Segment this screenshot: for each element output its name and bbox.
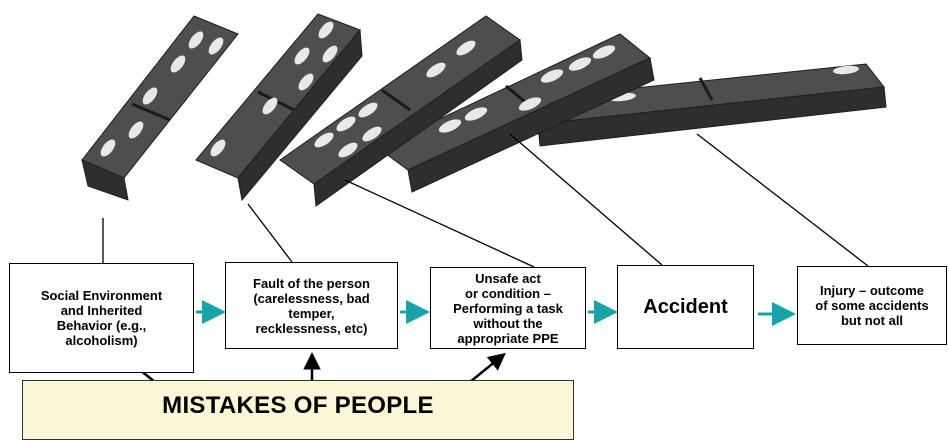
pip	[568, 57, 592, 71]
leader-line-3	[344, 179, 535, 268]
pip	[318, 21, 334, 39]
leader-line-5	[696, 133, 869, 267]
pip	[170, 55, 186, 73]
pip	[100, 139, 116, 157]
pip	[262, 97, 278, 115]
pip	[464, 107, 488, 121]
pip	[294, 47, 310, 65]
pip	[438, 119, 462, 133]
pip	[314, 132, 334, 148]
pip	[208, 37, 224, 55]
pip	[298, 73, 314, 91]
pip	[142, 87, 158, 105]
stage-box-unsafe-act: Unsafe act or condition – Performing a t…	[430, 267, 586, 349]
stage-label: Social Environment and Inherited Behavio…	[40, 288, 163, 348]
pip	[456, 40, 476, 56]
pip	[518, 97, 542, 111]
leader-line-2	[247, 203, 293, 263]
pip	[358, 102, 378, 118]
domino-diagram	[81, 13, 887, 383]
banner-arrow-3	[469, 352, 506, 383]
stage-box-social-environment: Social Environment and Inherited Behavio…	[9, 263, 194, 373]
pip	[362, 126, 382, 142]
domino-2	[195, 13, 363, 202]
pip	[188, 31, 204, 49]
pip	[833, 65, 859, 75]
stage-label: Accident	[643, 296, 728, 318]
pip	[336, 116, 356, 132]
stage-box-injury: Injury – outcome of some accidents but n…	[797, 266, 947, 345]
pip	[338, 142, 358, 158]
pip	[322, 45, 338, 63]
stage-label: Fault of the person (carelessness, bad t…	[253, 275, 370, 336]
banner-label: MISTAKES OF PEOPLE	[162, 392, 434, 419]
leader-line-4	[509, 133, 663, 266]
stage-box-accident: Accident	[617, 265, 754, 349]
pip	[426, 62, 446, 78]
domino-4	[377, 33, 655, 193]
pip	[540, 69, 564, 83]
stage-label: Injury – outcome of some accidents but n…	[815, 283, 929, 328]
pip	[128, 121, 144, 139]
pip	[592, 45, 616, 59]
domino-3	[279, 15, 523, 207]
stage-label: Unsafe act or condition – Performing a t…	[453, 270, 563, 346]
domino-1	[81, 15, 239, 201]
mistakes-banner: MISTAKES OF PEOPLE	[22, 380, 574, 440]
stage-box-fault-of-person: Fault of the person (carelessness, bad t…	[225, 262, 398, 349]
pip	[210, 139, 226, 157]
